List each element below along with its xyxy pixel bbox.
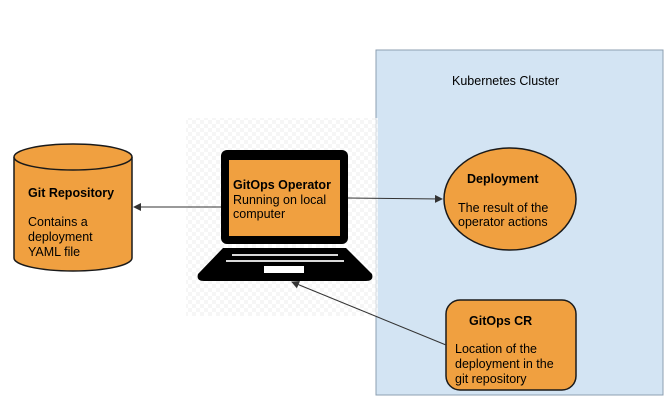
gitops-cr-desc-line-1: Location of the: [455, 342, 538, 356]
git-repository-desc-line-1: Contains a: [28, 215, 88, 229]
git-repository-desc-line-2: deployment: [28, 230, 93, 244]
arrow-operator-to-deployment: [347, 194, 443, 203]
gitops-cr-desc-line-3: git repository: [455, 372, 527, 386]
arrow-cr-to-operator: [291, 280, 447, 346]
gitops-cr-desc-line-2: deployment in the: [455, 357, 554, 371]
operator-title: GitOps Operator: [233, 178, 331, 192]
deployment-desc-line-2: operator actions: [458, 215, 548, 229]
operator-desc-line-2: computer: [233, 207, 286, 221]
deployment-title: Deployment: [467, 172, 539, 186]
laptop-icon: [197, 150, 373, 281]
database-cylinder-icon: [13, 143, 133, 272]
git-repository-desc-line-3: YAML file: [28, 245, 81, 259]
deployment-node: [443, 147, 577, 251]
cluster-title: Kubernetes Cluster: [452, 74, 560, 88]
operator-desc-line-1: Running on local: [233, 193, 327, 207]
deployment-desc-line-1: The result of the: [458, 201, 549, 215]
git-repository-title: Git Repository: [28, 186, 115, 200]
gitops-cr-title: GitOps CR: [469, 314, 533, 328]
